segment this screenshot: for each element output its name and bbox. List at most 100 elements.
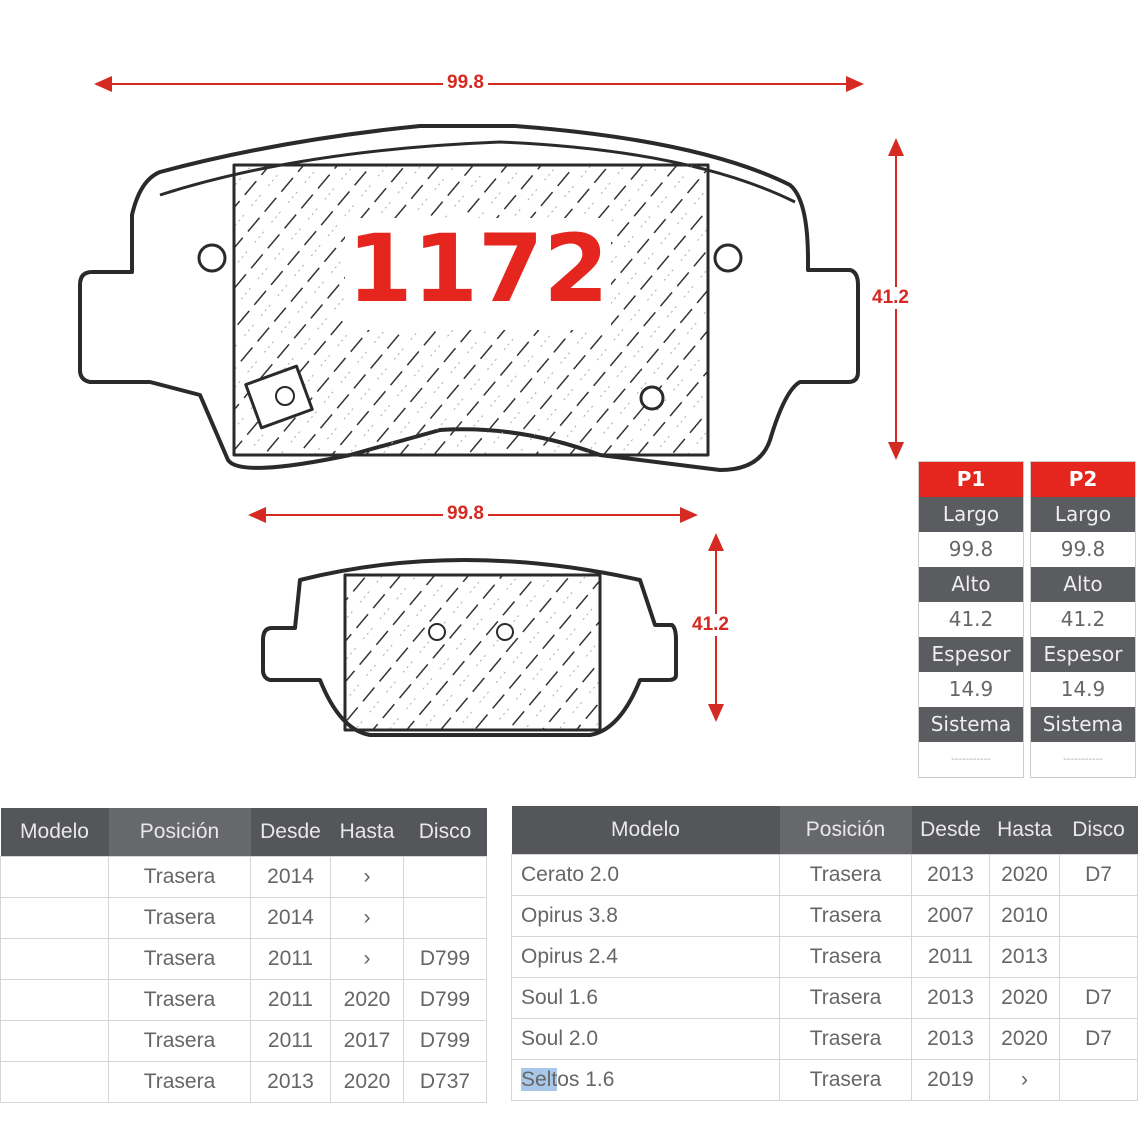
label-sistema: Sistema: [1031, 707, 1135, 742]
part-number-background: [345, 218, 611, 330]
column-header-desde: Desde: [250, 808, 331, 857]
label-sistema: Sistema: [919, 707, 1023, 742]
cell-desde: 2014: [250, 856, 331, 898]
cell-desde: 2013: [911, 977, 990, 1019]
value-largo: 99.8: [948, 537, 994, 561]
column-header-hasta: Hasta: [989, 806, 1060, 855]
cell-desde: 2014: [250, 897, 331, 939]
cell-hasta: ›: [330, 938, 404, 980]
cell-posicion: Trasera: [779, 977, 912, 1019]
cell-hasta: ›: [989, 1059, 1060, 1101]
cell-modelo: Soul 1.6: [511, 977, 780, 1019]
cell-modelo: Seltos 1.6: [511, 1059, 780, 1101]
cell-hasta: 2020: [330, 979, 404, 1021]
cell-desde: 2011: [250, 1020, 331, 1062]
cell-disco: D799: [403, 1020, 487, 1062]
cell-modelo: Cerato 2.0: [511, 854, 780, 896]
cell-disco: [403, 856, 487, 898]
cell-disco: D799: [403, 938, 487, 980]
cell-posicion: Trasera: [779, 1059, 912, 1101]
column-header-modelo: Modelo: [511, 806, 780, 855]
value-espesor: 14.9: [948, 677, 994, 701]
card-title: P2: [1031, 462, 1135, 497]
label-alto: Alto: [919, 567, 1023, 602]
value-sistema: -----------: [951, 754, 991, 765]
large-pad-outline: [78, 124, 860, 472]
card-title: P1: [919, 462, 1023, 497]
cell-modelo: [0, 938, 109, 980]
column-header-disco: Disco: [1059, 806, 1138, 855]
cell-disco: [1059, 895, 1138, 937]
cell-disco: [403, 897, 487, 939]
bottom-height-label: 41.2: [688, 614, 733, 636]
column-header-desde: Desde: [911, 806, 990, 855]
top-height-label: 41.2: [868, 287, 913, 309]
cell-hasta: 2020: [989, 1018, 1060, 1060]
cell-hasta: 2020: [989, 854, 1060, 896]
small-pad-outline: [261, 558, 678, 737]
label-largo: Largo: [919, 497, 1023, 532]
cell-hasta: 2017: [330, 1020, 404, 1062]
cell-posicion: Trasera: [779, 895, 912, 937]
column-header-posicion: Posición: [779, 806, 912, 855]
cell-hasta: 2020: [989, 977, 1060, 1019]
cell-modelo: Opirus 3.8: [511, 895, 780, 937]
cell-disco: D799: [403, 979, 487, 1021]
cell-posicion: Trasera: [108, 1020, 251, 1062]
column-header-modelo: Modelo: [0, 808, 109, 857]
cell-disco: [1059, 936, 1138, 978]
spec-card-p1: P1 Largo 99.8 Alto 41.2 Espesor 14.9 Sis…: [918, 461, 1024, 778]
cell-desde: 2013: [911, 1018, 990, 1060]
cell-posicion: Trasera: [108, 856, 251, 898]
cell-hasta: 2010: [989, 895, 1060, 937]
cell-desde: 2007: [911, 895, 990, 937]
cell-hasta: ›: [330, 856, 404, 898]
value-largo: 99.8: [1060, 537, 1106, 561]
cell-posicion: Trasera: [779, 936, 912, 978]
column-header-hasta: Hasta: [330, 808, 404, 857]
cell-hasta: 2013: [989, 936, 1060, 978]
value-alto: 41.2: [1060, 607, 1106, 631]
label-largo: Largo: [1031, 497, 1135, 532]
cell-modelo: [0, 897, 109, 939]
label-espesor: Espesor: [1031, 637, 1135, 672]
cell-disco: D7: [1059, 1018, 1138, 1060]
bottom-width-label: 99.8: [443, 503, 488, 525]
label-espesor: Espesor: [919, 637, 1023, 672]
cell-modelo: Opirus 2.4: [511, 936, 780, 978]
cell-posicion: Trasera: [108, 1061, 251, 1103]
cell-posicion: Trasera: [779, 1018, 912, 1060]
cell-desde: 2011: [911, 936, 990, 978]
cell-desde: 2019: [911, 1059, 990, 1101]
label-alto: Alto: [1031, 567, 1135, 602]
cell-modelo: [0, 1020, 109, 1062]
column-header-disco: Disco: [403, 808, 487, 857]
cell-modelo: [0, 1061, 109, 1103]
value-sistema: -----------: [1063, 754, 1103, 765]
selected-text: Selt: [521, 1068, 558, 1091]
cell-disco: [1059, 1059, 1138, 1101]
spec-card-p2: P2 Largo 99.8 Alto 41.2 Espesor 14.9 Sis…: [1030, 461, 1136, 778]
cell-posicion: Trasera: [108, 979, 251, 1021]
cell-desde: 2013: [911, 854, 990, 896]
cell-modelo: Soul 2.0: [511, 1018, 780, 1060]
value-espesor: 14.9: [1060, 677, 1106, 701]
cell-desde: 2011: [250, 938, 331, 980]
value-alto: 41.2: [948, 607, 994, 631]
cell-disco: D7: [1059, 977, 1138, 1019]
cell-hasta: 2020: [330, 1061, 404, 1103]
cell-posicion: Trasera: [108, 938, 251, 980]
